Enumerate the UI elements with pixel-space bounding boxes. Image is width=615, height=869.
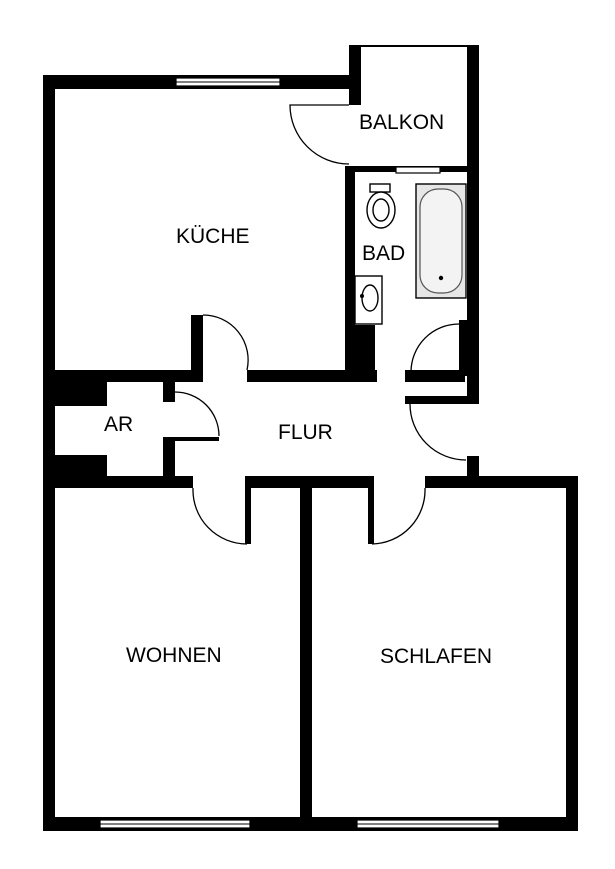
window-schlafen	[356, 819, 500, 829]
wall-flur-top-right	[405, 370, 465, 382]
room-label-schlafen: SCHLAFEN	[380, 645, 492, 668]
outer-wall-right-lower	[566, 476, 578, 831]
wall-ar-right-bottom	[163, 437, 175, 477]
door-entrance	[409, 403, 467, 461]
balcony-wall-left	[349, 45, 361, 105]
bathroom-fixtures	[354, 183, 467, 325]
door-ar	[174, 391, 220, 437]
toilet-icon	[366, 183, 396, 229]
wall-kitchen-bath	[345, 166, 355, 376]
wall-flur-bottom-right	[425, 476, 578, 488]
sink-icon	[354, 275, 383, 325]
wall-wohnen-door-jamb	[245, 476, 251, 544]
wall-bath-corner	[345, 325, 375, 377]
balcony-wall-top	[349, 45, 479, 47]
room-label-ar: AR	[104, 413, 133, 436]
room-label-flur: FLUR	[278, 421, 333, 444]
wall-kitchen-bottom-right	[247, 370, 377, 382]
room-label-kueche: KÜCHE	[176, 225, 250, 248]
wall-wohnen-schlafen	[300, 476, 312, 831]
door-schlafen	[371, 487, 426, 545]
bathtub-icon	[415, 183, 467, 299]
window-wohnen	[99, 819, 251, 829]
room-label-wohnen: WOHNEN	[126, 644, 222, 667]
wall-flur-right-step	[467, 456, 479, 486]
door-kitchen	[202, 314, 249, 371]
window-bath	[395, 166, 441, 174]
door-balcony	[289, 104, 350, 165]
wall-flur-top-step	[405, 396, 479, 404]
wall-ar-top	[43, 370, 107, 406]
door-bath	[410, 323, 460, 373]
room-label-bad: BAD	[362, 242, 405, 265]
wall-kitchen-door-jamb	[191, 315, 203, 382]
door-wohnen	[192, 487, 248, 545]
window-kitchen	[175, 77, 281, 87]
wall-flur-bottom-left	[43, 476, 193, 488]
wall-ar-door-head	[175, 437, 219, 441]
outer-wall-left	[43, 75, 55, 831]
room-labels: KÜCHE BALKON BAD AR FLUR WOHNEN SCHLAFEN	[104, 111, 492, 668]
wall-bath-right	[459, 320, 467, 376]
doors	[174, 104, 467, 545]
wall-schlafen-door-jamb	[368, 476, 374, 544]
windows	[99, 77, 500, 829]
wall-ar-right-top	[163, 382, 175, 402]
room-label-balkon: BALKON	[359, 111, 444, 134]
outer-wall-right-upper	[467, 45, 479, 398]
